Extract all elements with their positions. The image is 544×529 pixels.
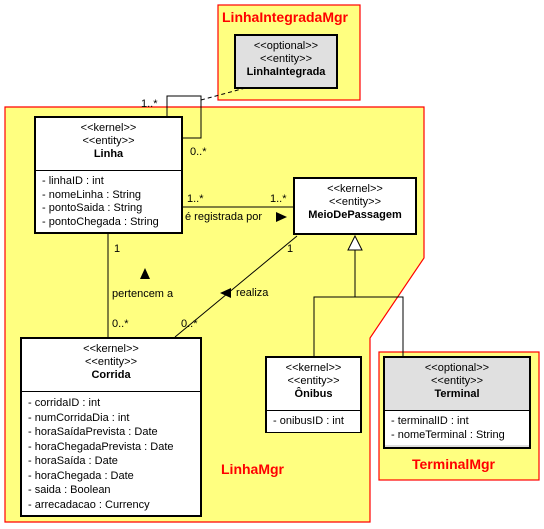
- stereotype-kernel: <<kernel>>: [83, 343, 139, 355]
- class-name: LinhaIntegrada: [246, 66, 326, 78]
- multiplicity-meio-corrida-a: 1: [287, 243, 294, 255]
- stereotype-optional: <<optional>>: [424, 362, 490, 374]
- class-corrida[interactable]: <<kernel>> <<entity>> Corrida - corridaI…: [20, 337, 202, 517]
- attribute: - pontoSaida : String: [42, 202, 143, 214]
- stereotype-optional: <<optional>>: [253, 40, 319, 52]
- attribute: - horaSaída : Date: [28, 455, 118, 467]
- class-name: Linha: [93, 148, 124, 160]
- attribute: - nomeTerminal : String: [391, 428, 505, 441]
- attribute: - horaChegada : Date: [28, 469, 134, 482]
- stereotype-kernel: <<kernel>>: [327, 183, 383, 195]
- stereotype-kernel: <<kernel>>: [80, 122, 137, 134]
- multiplicity-linha-corrida-a: 1: [114, 243, 121, 255]
- linhaintegradamgr-title: LinhaIntegradaMgr: [222, 9, 349, 25]
- class-name: Ônibus: [294, 388, 333, 400]
- class-name: Terminal: [434, 388, 480, 400]
- attribute: - horaSaídaPrevista : Date: [28, 426, 158, 438]
- generalization-arrowhead: [347, 234, 363, 251]
- class-onibus[interactable]: <<kernel>> <<entity>> Ônibus - onibusID …: [265, 356, 362, 433]
- stereotype-kernel: <<kernel>>: [285, 362, 342, 374]
- attribute: - horaChegadaPrevista : Date: [28, 440, 174, 453]
- stereotype-entity: <<entity>>: [260, 53, 312, 65]
- attribute: - nomeLinha : String: [42, 188, 142, 201]
- class-meiodepassagem[interactable]: <<kernel>> <<entity>> MeioDePassagem: [293, 177, 417, 235]
- multiplicity-linha-meio-a: 1..*: [187, 193, 204, 205]
- stereotype-entity: <<entity>>: [329, 196, 381, 208]
- generalization-lines: [313, 296, 404, 357]
- linha-self-association: [166, 95, 202, 139]
- stereotype-entity: <<entity>>: [82, 135, 135, 147]
- attribute: - corridaID : int: [28, 397, 101, 409]
- attribute: - arrecadacao : Currency: [28, 498, 150, 511]
- stereotype-entity: <<entity>>: [287, 375, 340, 387]
- meio-corrida-association: [174, 235, 298, 338]
- multiplicity-linha-meio-b: 1..*: [270, 193, 287, 205]
- stereotype-entity: <<entity>>: [85, 356, 137, 368]
- attribute: - terminalID : int: [391, 415, 469, 427]
- association-label-pertencem: pertencem a: [112, 288, 174, 300]
- attribute: - saida : Boolean: [28, 484, 111, 496]
- association-label-realiza: realiza: [236, 287, 269, 299]
- multiplicity-linha-corrida-b: 0..*: [112, 318, 129, 330]
- attribute: - linhaID : int: [42, 175, 104, 187]
- stereotype-entity: <<entity>>: [431, 375, 483, 387]
- direction-arrow-realiza: [220, 288, 231, 298]
- direction-arrow-registrada: [276, 212, 287, 222]
- terminalmgr-title: TerminalMgr: [412, 456, 495, 472]
- multiplicity-meio-corrida-b: 0..*: [181, 318, 198, 330]
- linhamgr-title: LinhaMgr: [221, 461, 284, 477]
- attribute: - pontoChegada : String: [42, 215, 159, 228]
- class-terminal[interactable]: <<optional>> <<entity>> Terminal - termi…: [383, 356, 531, 449]
- attribute: - onibusID : int: [273, 415, 344, 427]
- multiplicity-self-2: 0..*: [190, 146, 207, 158]
- association-label-registrada: é registrada por: [185, 211, 263, 223]
- multiplicity-self-1: 1..*: [141, 98, 158, 110]
- attribute: - numCorridaDia : int: [28, 411, 130, 424]
- direction-arrow-pertencem: [140, 268, 150, 279]
- class-name: MeioDePassagem: [308, 209, 402, 221]
- class-linha[interactable]: <<kernel>> <<entity>> Linha - linhaID : …: [34, 116, 183, 234]
- class-name: Corrida: [91, 369, 131, 381]
- class-linhaintegrada[interactable]: <<optional>> <<entity>> LinhaIntegrada: [234, 34, 338, 89]
